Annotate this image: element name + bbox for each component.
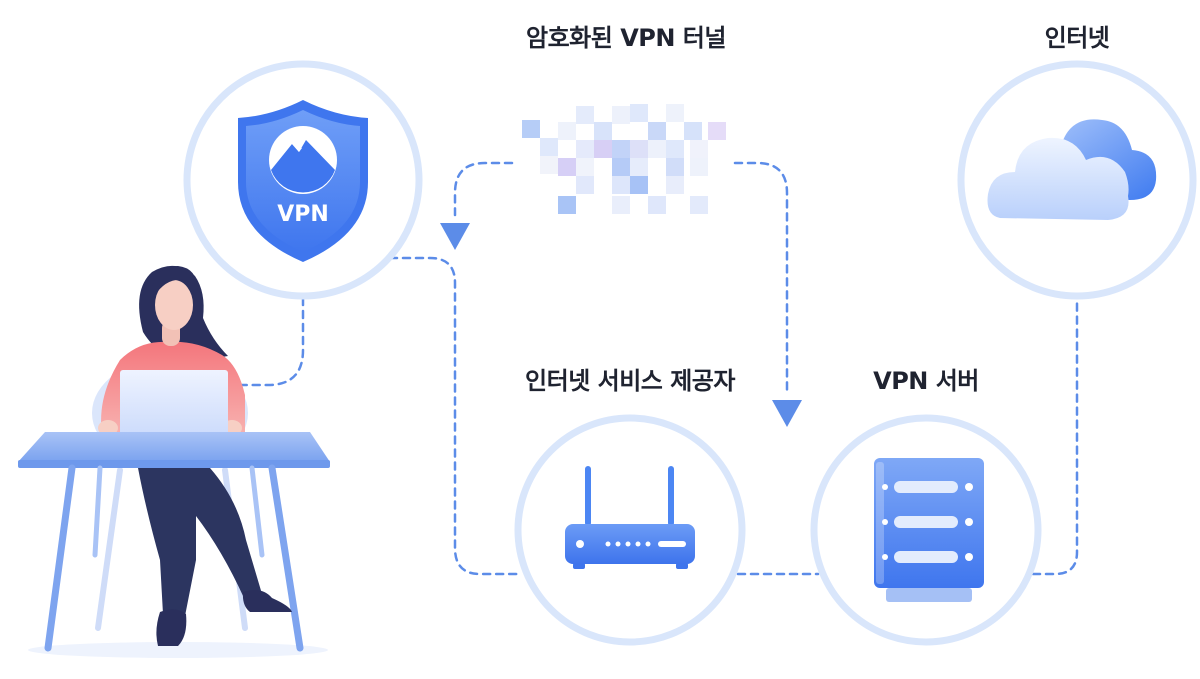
shield-node: VPN	[183, 60, 423, 300]
connector-tunnel-left	[453, 161, 514, 217]
router-icon	[565, 466, 695, 569]
vpn-server-node	[810, 414, 1042, 646]
connector-shield-to-isp	[388, 256, 524, 576]
connector-lines	[228, 161, 1079, 576]
connector-tunnel-right	[733, 161, 789, 397]
arrow-down-left-icon	[440, 223, 470, 250]
isp-label: 인터넷 서비스 제공자	[525, 367, 735, 395]
vpn-server-label: VPN 서버	[873, 367, 979, 395]
internet-label: 인터넷	[1044, 24, 1110, 52]
isp-node	[514, 414, 746, 646]
internet-node	[957, 60, 1197, 300]
connector-server-to-internet	[1031, 295, 1079, 576]
arrow-down-right-icon	[772, 400, 802, 427]
connector-shield-to-user	[228, 296, 305, 387]
user-at-laptop-illustration	[18, 265, 330, 658]
server-icon	[874, 458, 984, 602]
cloud-icon	[987, 119, 1157, 220]
vpn-shield-icon	[238, 100, 368, 262]
tunnel-label: 암호화된 VPN 터널	[526, 24, 726, 52]
shield-label: VPN	[277, 202, 329, 227]
encrypted-tunnel-mosaic	[522, 104, 726, 214]
